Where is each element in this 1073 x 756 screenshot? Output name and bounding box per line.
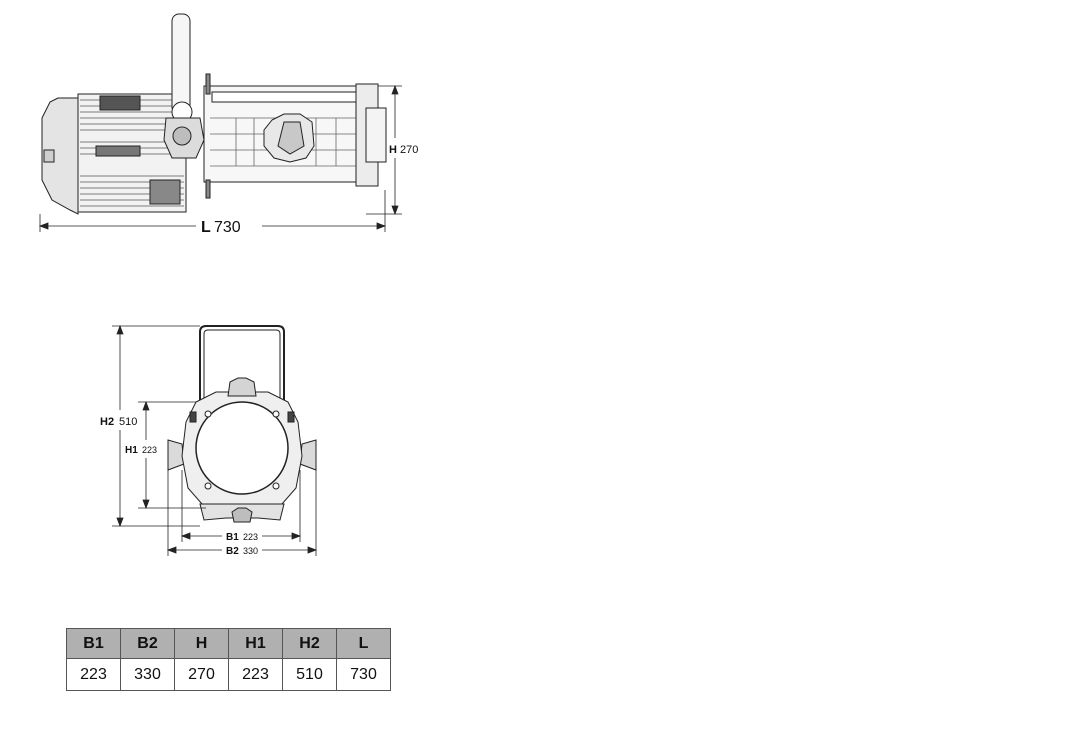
h2-dimension-label: H2 — [100, 416, 114, 428]
length-dimension-value: 730 — [214, 219, 241, 236]
header-b1: B1 — [66, 628, 121, 659]
height-dimension-label: H — [389, 144, 397, 156]
header-h1: H1 — [228, 628, 283, 659]
front-view-drawing — [167, 325, 317, 523]
dimension-table-value-row: 223 330 270 223 510 730 — [66, 658, 391, 691]
value-l: 730 — [336, 658, 391, 691]
side-view-dimensions — [38, 84, 402, 232]
value-h: 270 — [174, 658, 229, 691]
b1-dimension-value: 223 — [243, 532, 258, 542]
b2-dimension-value: 330 — [243, 546, 258, 556]
value-h2: 510 — [282, 658, 337, 691]
front-view-dimensions — [112, 324, 318, 556]
side-view-drawing — [41, 13, 387, 215]
header-h: H — [174, 628, 229, 659]
length-dimension-label: L — [201, 219, 211, 236]
value-b2: 330 — [120, 658, 175, 691]
b2-dimension-label: B2 — [226, 546, 239, 557]
header-l: L — [336, 628, 391, 659]
dimension-table: B1 B2 H H1 H2 L 223 330 270 223 510 730 — [66, 628, 391, 691]
value-b1: 223 — [66, 658, 121, 691]
b1-dimension-label: B1 — [226, 532, 239, 543]
height-dimension-value: 270 — [400, 144, 418, 156]
h1-dimension-value: 223 — [142, 445, 157, 455]
h2-dimension-value: 510 — [119, 416, 137, 428]
h1-dimension-label: H1 — [125, 445, 138, 456]
dimension-table-header-row: B1 B2 H H1 H2 L — [66, 628, 391, 659]
header-h2: H2 — [282, 628, 337, 659]
header-b2: B2 — [120, 628, 175, 659]
value-h1: 223 — [228, 658, 283, 691]
